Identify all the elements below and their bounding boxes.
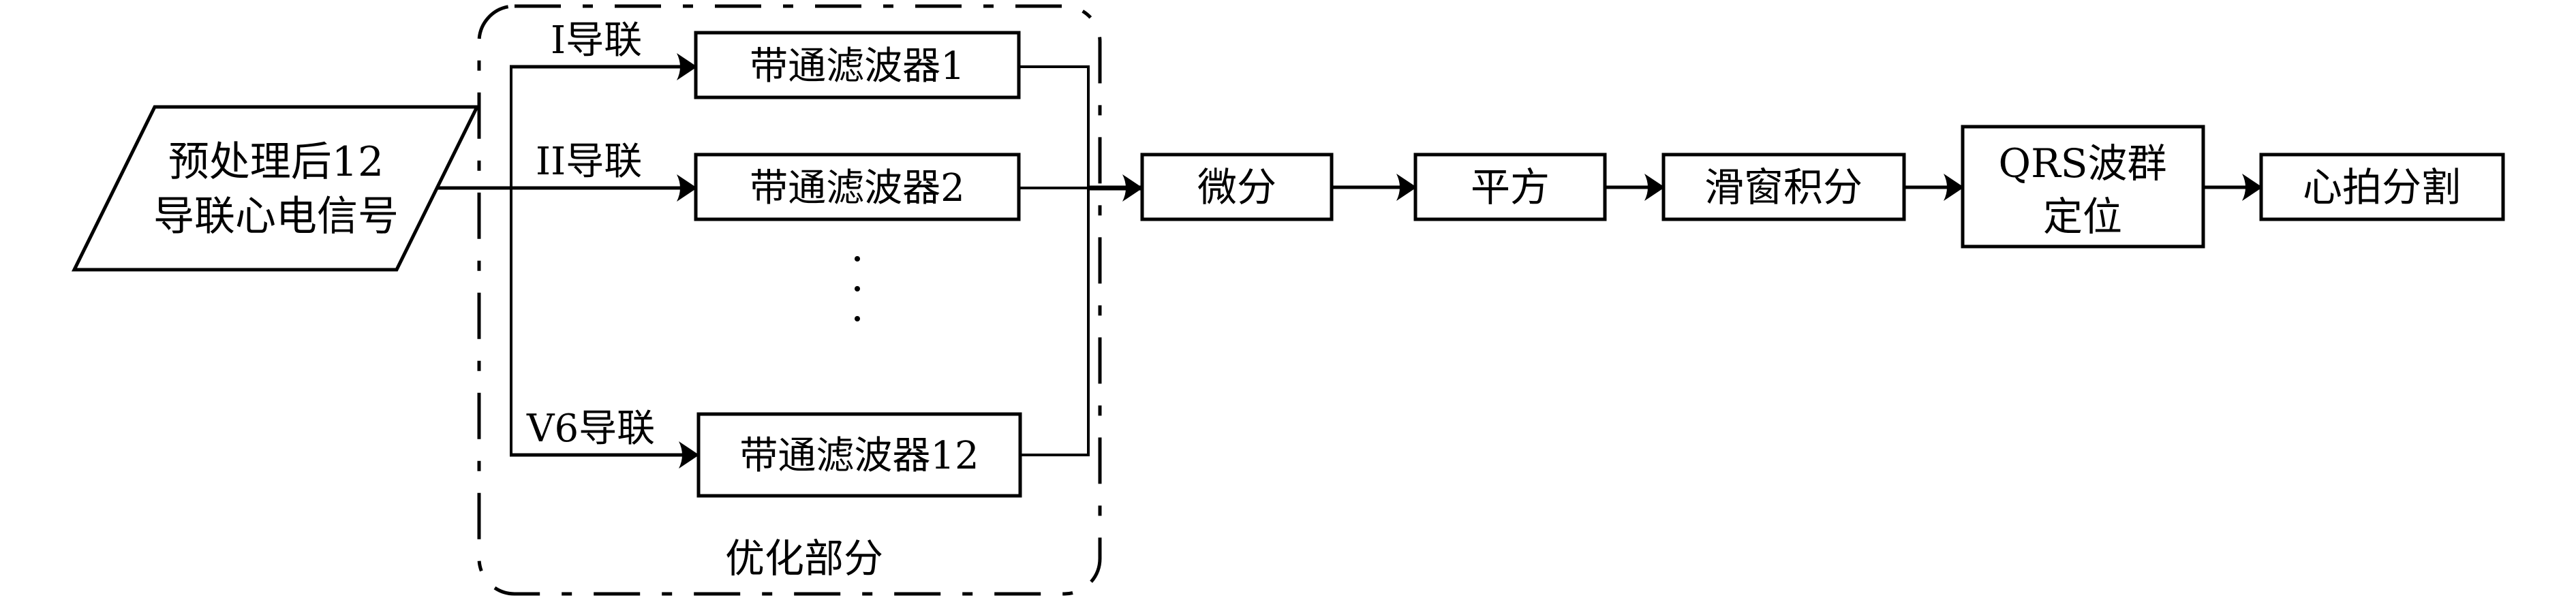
bandpass-filter-1 — [694, 31, 1021, 99]
moving-window-integration-box — [1661, 153, 1906, 221]
qrs-detection-label-line1: QRS波群 — [1999, 140, 2167, 187]
differentiation-label: 微分 — [1197, 164, 1276, 210]
qrs-detection-box — [1961, 125, 2205, 249]
ellipsis-dot — [855, 286, 860, 291]
moving-window-integration-label: 滑窗积分 — [1704, 164, 1862, 210]
heartbeat-segmentation-box — [2259, 153, 2505, 221]
bandpass-filter-12-label: 带通滤波器12 — [739, 434, 979, 478]
lead-label-12: V6导联 — [526, 407, 655, 451]
squaring-label: 平方 — [1471, 164, 1550, 210]
input-label-line2: 导联心电信号 — [153, 193, 399, 240]
squaring-box — [1413, 153, 1607, 221]
heartbeat-segmentation-label: 心拍分割 — [2303, 164, 2461, 210]
input-label-line1: 预处理后12 — [168, 138, 384, 186]
bandpass-filter-1-label: 带通滤波器1 — [750, 44, 965, 89]
optimization-group-label: 优化部分 — [725, 535, 883, 582]
bandpass-filter-2-label: 带通滤波器2 — [750, 166, 965, 210]
ellipsis-dot — [855, 256, 860, 262]
bandpass-filter-12 — [696, 412, 1022, 498]
ellipsis-dot — [855, 316, 860, 321]
lead-label-2: II导联 — [536, 140, 642, 184]
input-parallelogram — [71, 105, 480, 272]
optimization-group-border — [477, 4, 1102, 596]
lead-label-1: I导联 — [551, 18, 642, 63]
qrs-detection-label-line2: 定位 — [2043, 193, 2122, 240]
differentiation-box — [1140, 153, 1334, 221]
